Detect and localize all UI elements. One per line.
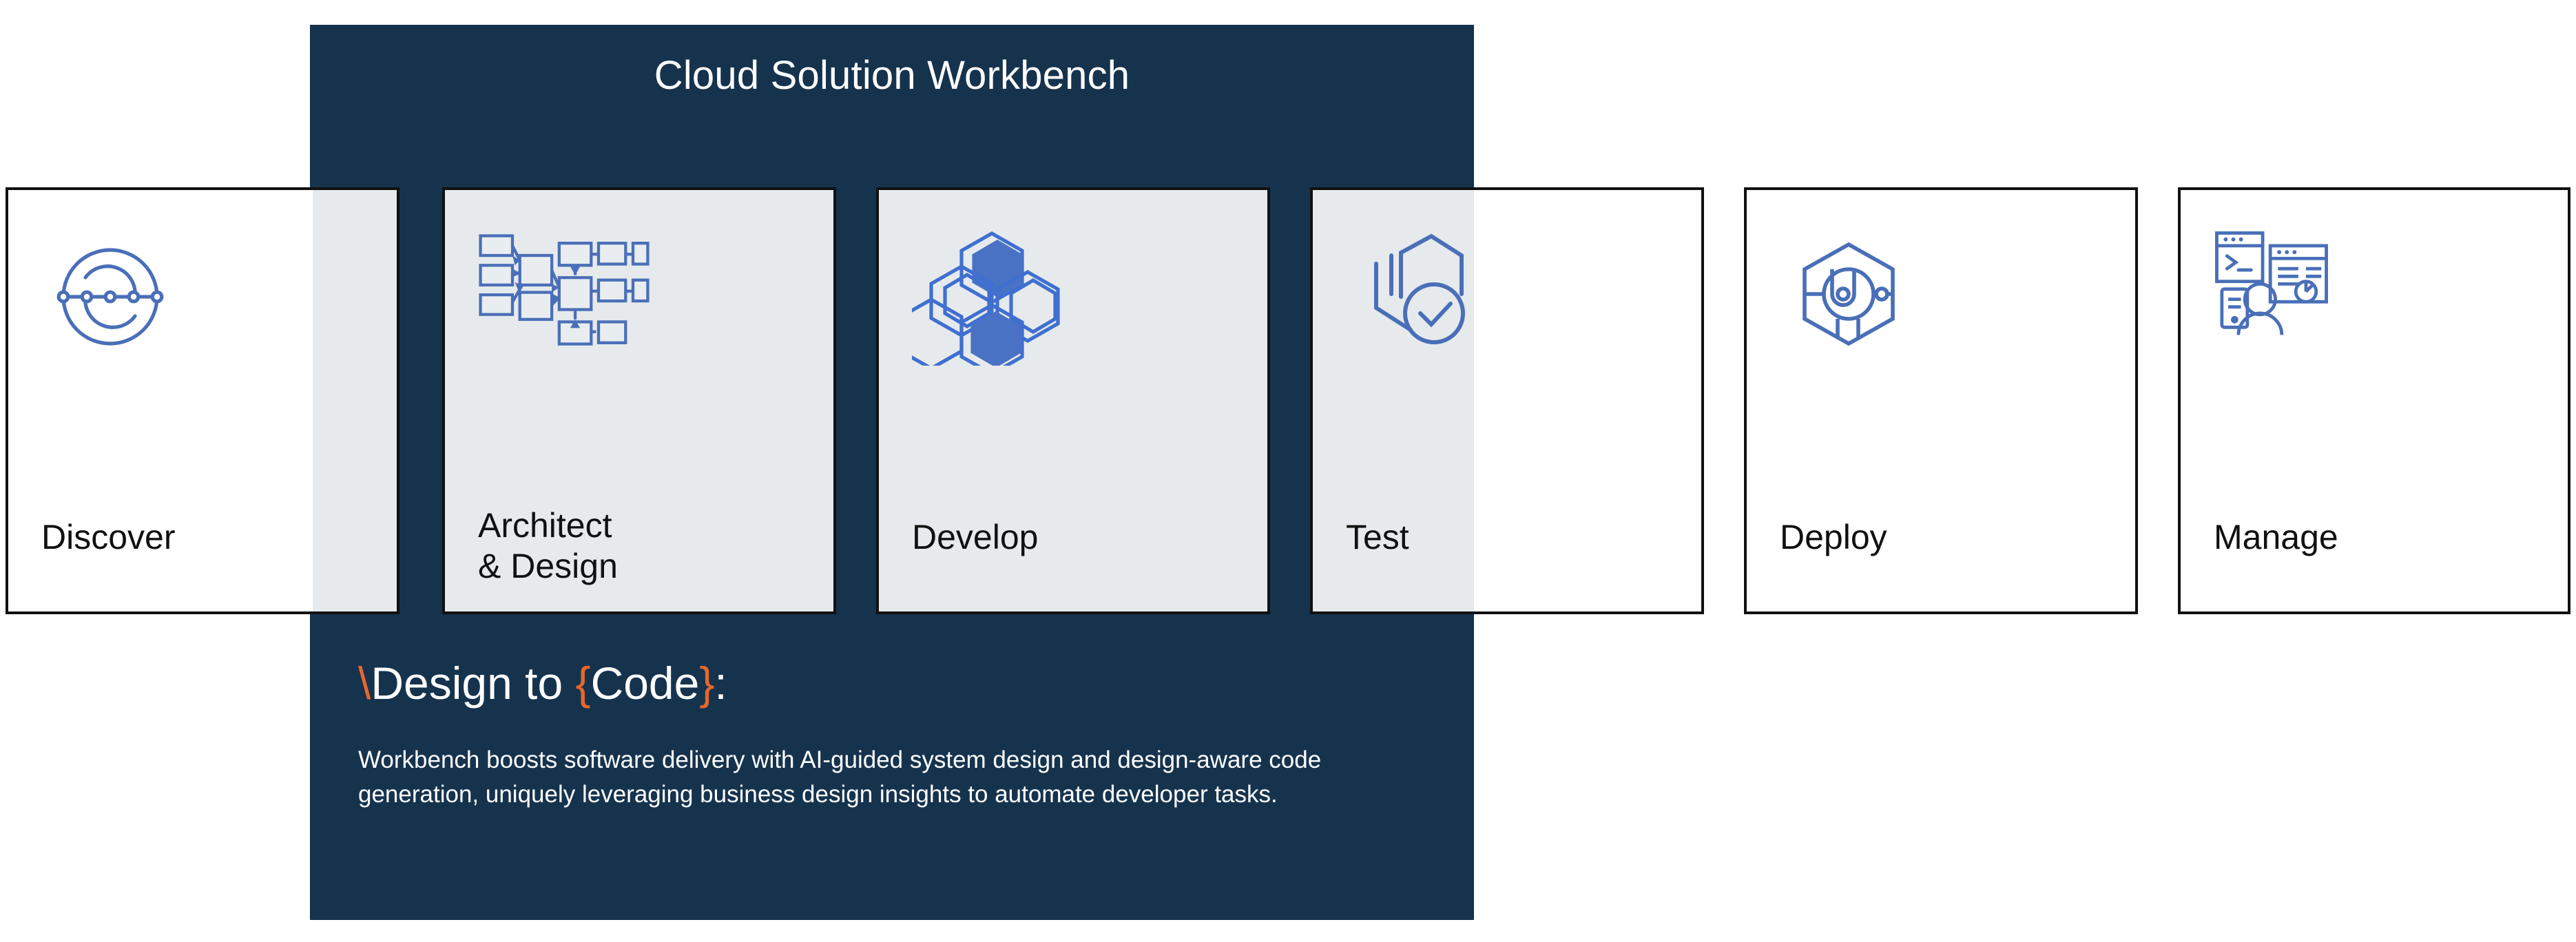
panel-description: Workbench boosts software delivery with …	[358, 746, 1322, 808]
card-manage[interactable]: Manage	[2178, 187, 2570, 614]
panel-copy-block: \Design to {Code}: Workbench boosts soft…	[358, 658, 1460, 813]
headline-colon: :	[714, 658, 727, 709]
discover-network-icon	[41, 228, 179, 369]
headline-brace-close: }	[699, 658, 715, 709]
console-dashboard-user-icon	[2214, 228, 2355, 359]
card-discover[interactable]: Discover	[6, 187, 399, 614]
headline: \Design to {Code}:	[358, 658, 1460, 709]
panel-overlap-wash	[879, 190, 1267, 611]
hexagon-gear-icon	[1780, 228, 1918, 369]
lifecycle-card-strip: Discover	[0, 187, 2576, 614]
headline-word-code: Code	[590, 658, 700, 709]
panel-overlap-wash	[313, 190, 397, 611]
card-deploy[interactable]: Deploy	[1744, 187, 2138, 614]
card-label-develop: Develop	[912, 518, 1039, 556]
card-develop[interactable]: Develop	[876, 187, 1270, 614]
headline-slash: \	[358, 658, 371, 709]
card-label-discover: Discover	[41, 518, 176, 556]
card-test[interactable]: Test	[1310, 187, 1704, 614]
card-label-architect-design: Architect & Design	[478, 506, 618, 585]
headline-brace-open: {	[575, 658, 591, 709]
hexagon-cluster-icon	[899, 228, 1070, 376]
hexagon-check-icon	[1346, 228, 1484, 369]
card-architect-design[interactable]: Architect & Design	[442, 187, 836, 614]
architecture-diagram-icon	[478, 228, 650, 355]
headline-middle: to	[512, 658, 576, 709]
headline-word-design: Design	[371, 658, 512, 709]
card-label-deploy: Deploy	[1780, 518, 1887, 556]
page-title: Cloud Solution Workbench	[654, 53, 1130, 98]
card-label-test: Test	[1346, 518, 1409, 556]
card-label-manage: Manage	[2214, 518, 2338, 556]
